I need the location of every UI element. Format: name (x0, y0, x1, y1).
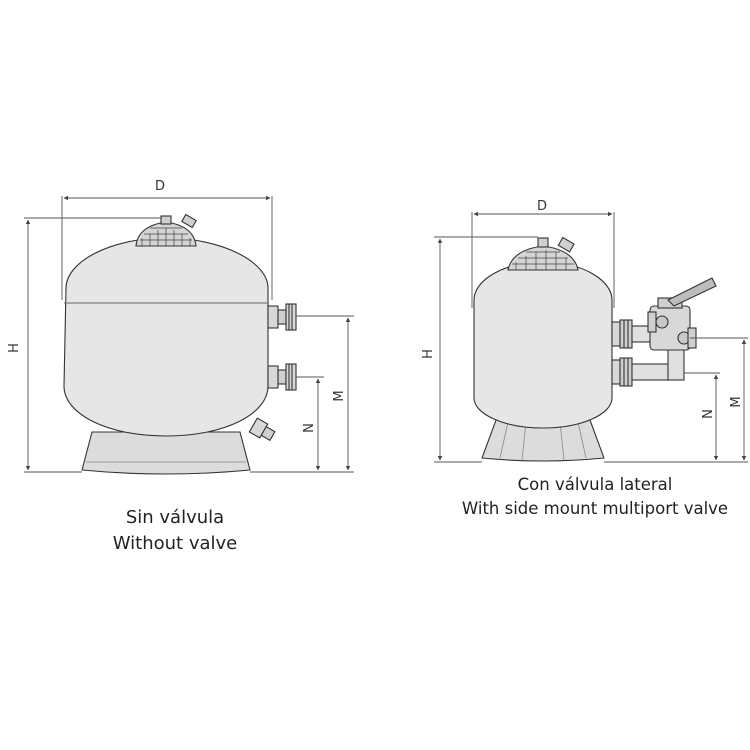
right-tank-body (473, 261, 613, 429)
multiport-valve (647, 277, 717, 351)
right-label-m: M (729, 396, 744, 407)
valve-handle (667, 277, 717, 307)
left-tank-base (81, 431, 251, 475)
left-label-m: M (332, 390, 347, 401)
right-tank-base (481, 419, 605, 462)
left-caption-en: Without valve (112, 533, 238, 554)
left-upper-port (267, 303, 297, 331)
right-label-d: D (537, 199, 547, 214)
left-label-h: H (7, 343, 22, 353)
right-lower-connector (611, 357, 633, 387)
left-tank-body (63, 237, 269, 437)
right-filter-diagram (473, 236, 717, 462)
left-dimensions (24, 195, 354, 473)
right-label-h: H (421, 349, 436, 359)
left-label-d: D (155, 179, 165, 194)
left-pressure-gauge (181, 213, 197, 229)
right-caption-en: With side mount multiport valve (461, 499, 729, 518)
right-caption: Con válvula lateral With side mount mult… (430, 473, 750, 521)
right-upper-connector (611, 319, 633, 349)
right-caption-es: Con válvula lateral (517, 475, 673, 494)
left-label-n: N (302, 423, 317, 433)
left-drain-port (248, 417, 276, 442)
right-pressure-gauge (557, 236, 575, 253)
left-caption-es: Sin válvula (125, 507, 225, 528)
left-lower-port (267, 363, 297, 391)
right-label-n: N (701, 409, 716, 419)
right-dimensions (434, 211, 748, 463)
left-caption: Sin válvula Without valve (60, 505, 290, 557)
left-filter-diagram (63, 213, 297, 475)
